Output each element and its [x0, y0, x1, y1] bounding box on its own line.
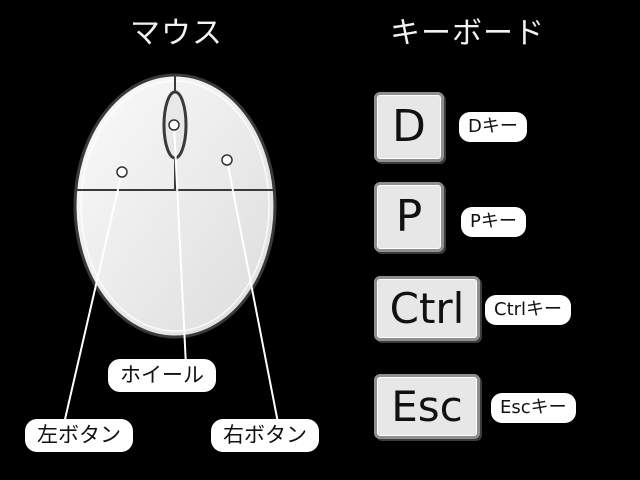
mouse-heading: マウス — [130, 16, 223, 51]
keyboard-heading: キーボード — [390, 16, 545, 51]
wheel-marker — [168, 119, 180, 131]
left-button-label: 左ボタン — [25, 419, 133, 452]
mouse-body — [73, 73, 277, 339]
right-button-leader-line — [226, 159, 280, 429]
p-key: P — [374, 182, 444, 252]
d-key: D — [374, 92, 444, 162]
left-button-marker — [116, 166, 128, 178]
esc-key-label: Escキー — [491, 393, 576, 423]
d-key-label: Dキー — [459, 112, 527, 142]
left-button-leader-line — [62, 171, 123, 429]
right-button-marker — [221, 154, 233, 166]
ctrl-key: Ctrl — [374, 276, 480, 341]
wheel-leader-line — [173, 124, 187, 367]
p-key-label: Pキー — [461, 207, 526, 237]
right-button-label: 右ボタン — [211, 419, 319, 452]
wheel-label: ホイール — [108, 359, 216, 392]
ctrl-key-label: Ctrlキー — [485, 295, 572, 325]
esc-key: Esc — [374, 374, 480, 439]
